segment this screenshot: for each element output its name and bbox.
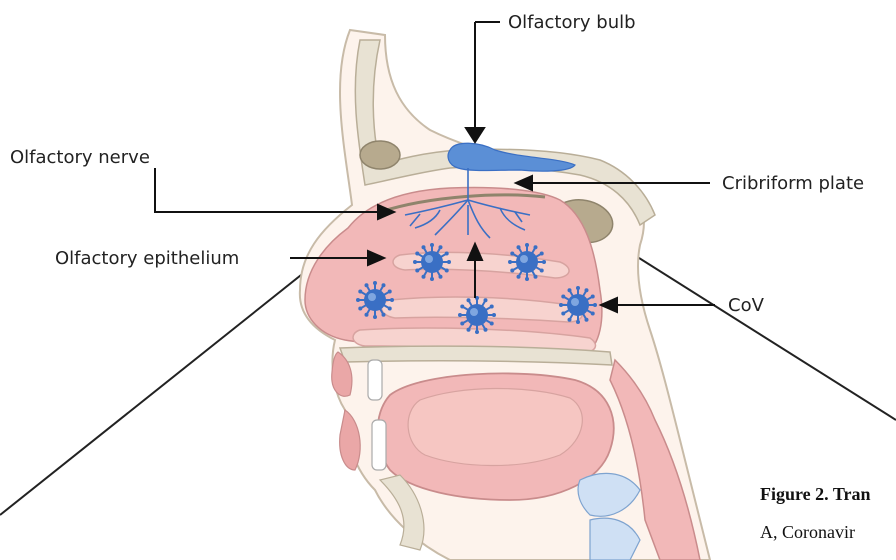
upper-tooth: [368, 360, 382, 400]
tongue-inner: [408, 388, 582, 465]
label-cov: CoV: [728, 295, 765, 316]
frontal-sinus: [360, 141, 400, 169]
caption-line-2: A, Coronavir: [760, 522, 855, 542]
lower-tooth: [372, 420, 386, 470]
caption-line-1: Figure 2. Tran: [760, 484, 871, 504]
label-cribriform-plate: Cribriform plate: [722, 173, 864, 194]
label-olfactory-epithelium: Olfactory epithelium: [55, 248, 239, 269]
label-olfactory-bulb: Olfactory bulb: [508, 12, 636, 33]
label-olfactory-nerve: Olfactory nerve: [10, 147, 150, 168]
